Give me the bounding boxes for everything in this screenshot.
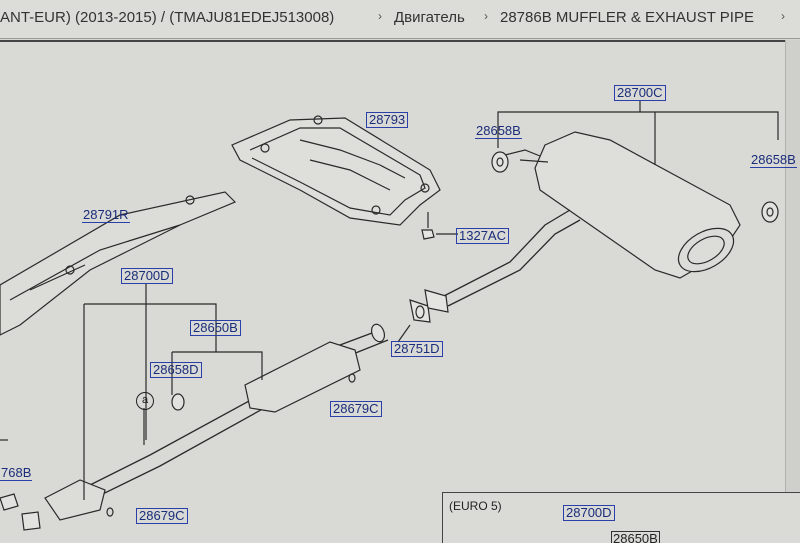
- breadcrumb-item-vehicle[interactable]: ANT-EUR) (2013-2015) / (TMAJU81EDEJ51300…: [0, 9, 335, 26]
- gasket-28751D: [409, 299, 431, 323]
- chevron-right-icon: ›: [781, 9, 785, 23]
- part-label-28658D[interactable]: 28658D: [150, 362, 202, 378]
- breadcrumb-item-engine[interactable]: Двигатель: [394, 9, 465, 26]
- euro5-part-label-28650B[interactable]: 28650B: [611, 531, 660, 543]
- parts-diagram: [0, 40, 788, 543]
- callout-marker-a: a: [136, 392, 154, 410]
- chevron-right-icon: ›: [378, 9, 382, 23]
- part-label-1327AC[interactable]: 1327AC: [456, 228, 509, 244]
- heat-shield-28793: [231, 117, 441, 226]
- part-label-28679C-top[interactable]: 28679C: [330, 401, 382, 417]
- part-label-28658B-right[interactable]: 28658B: [750, 152, 797, 168]
- breadcrumb: ANT-EUR) (2013-2015) / (TMAJU81EDEJ51300…: [0, 0, 800, 39]
- catalytic-converter: [44, 479, 106, 521]
- euro5-part-label-28700D[interactable]: 28700D: [563, 505, 615, 521]
- bolt-1327AC: [421, 229, 435, 240]
- center-resonator: [244, 341, 361, 413]
- euro5-inset: (EURO 5) 28700D 28650B: [442, 492, 800, 543]
- part-label-28751D[interactable]: 28751D: [391, 341, 443, 357]
- breadcrumb-item-muffler[interactable]: 28786B MUFFLER & EXHAUST PIPE: [500, 9, 754, 26]
- part-label-28700C[interactable]: 28700C: [614, 85, 666, 101]
- part-label-28791R[interactable]: 28791R: [82, 207, 130, 223]
- part-label-28700D[interactable]: 28700D: [121, 268, 173, 284]
- part-label-28679C-bottom[interactable]: 28679C: [136, 508, 188, 524]
- part-label-28650B[interactable]: 28650B: [190, 320, 241, 336]
- hanger-rubber-left: [491, 151, 509, 173]
- vertical-scrollbar[interactable]: [785, 40, 800, 543]
- part-label-28793[interactable]: 28793: [366, 112, 409, 128]
- chevron-right-icon: ›: [484, 9, 488, 23]
- euro5-title: (EURO 5): [449, 499, 502, 513]
- part-label-28658B-left[interactable]: 28658B: [475, 123, 522, 139]
- part-label-768B[interactable]: 768B: [0, 465, 33, 481]
- hanger-rubber-right: [761, 201, 779, 223]
